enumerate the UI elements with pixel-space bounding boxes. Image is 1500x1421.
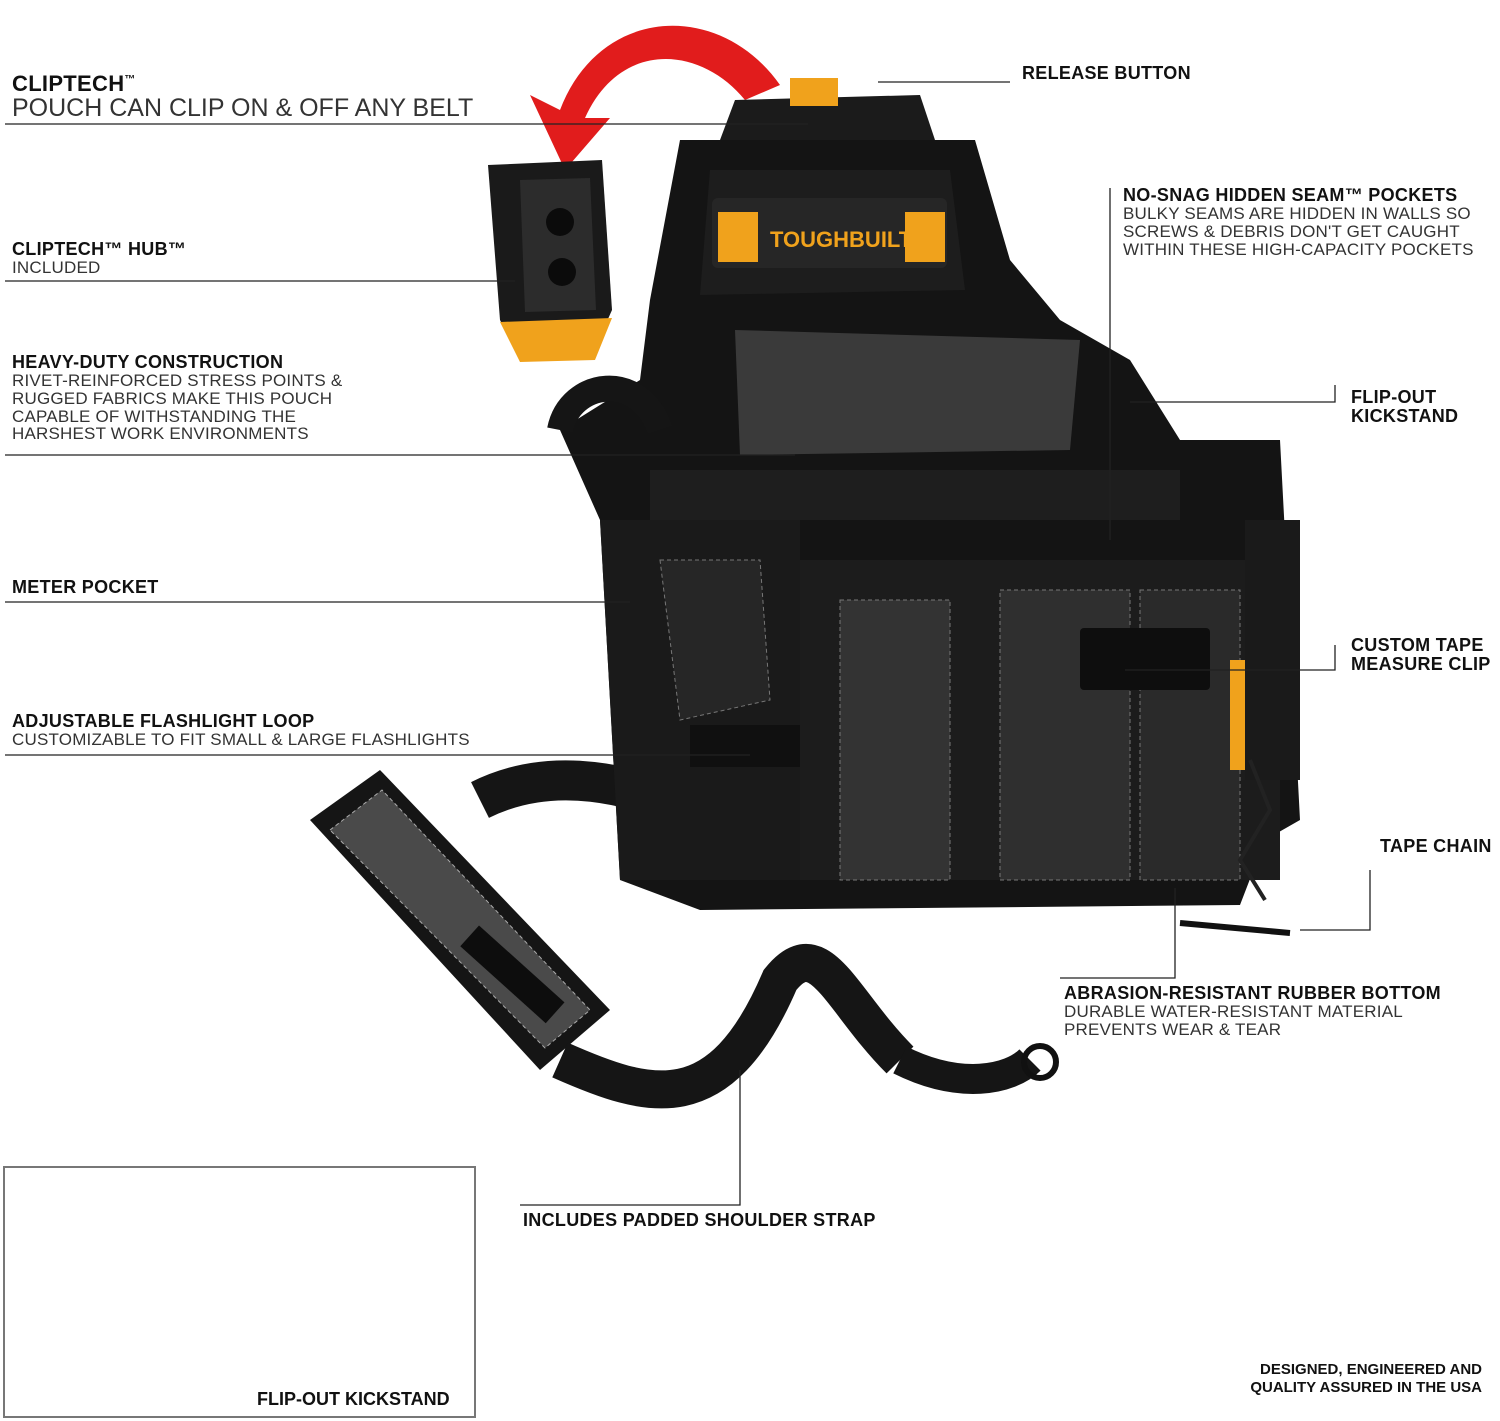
rubber-bottom-line: PREVENTS WEAR & TEAR <box>1064 1019 1282 1039</box>
brand-logo: TOUGHBUILT <box>770 227 913 252</box>
cliptech-hub <box>488 160 612 362</box>
hub-subtitle: INCLUDED <box>12 257 101 277</box>
tool-pouch: TOUGHBUILT <box>547 78 1300 910</box>
release-button-callout: RELEASE BUTTON <box>1022 64 1191 83</box>
kickstand-line: FLIP-OUT <box>1351 387 1437 407</box>
tape-clip-callout: CUSTOM TAPE MEASURE CLIP <box>1351 636 1491 674</box>
rubber-bottom-callout: ABRASION-RESISTANT RUBBER BOTTOM DURABLE… <box>1064 984 1441 1039</box>
cliptech-callout: CLIPTECH™ POUCH CAN CLIP ON & OFF ANY BE… <box>12 72 473 121</box>
kickstand-line: KICKSTAND <box>1351 405 1459 426</box>
tape-chain-title: TAPE CHAIN <box>1380 836 1492 856</box>
no-snag-line: WITHIN THESE HIGH-CAPACITY POCKETS <box>1123 239 1474 259</box>
rubber-bottom-title: ABRASION-RESISTANT RUBBER BOTTOM <box>1064 983 1441 1003</box>
shoulder-strap-callout: INCLUDES PADDED SHOULDER STRAP <box>523 1211 876 1230</box>
inset-label: FLIP-OUT KICKSTAND <box>257 1389 450 1409</box>
footer-line: QUALITY ASSURED IN THE USA <box>1250 1379 1482 1396</box>
hub-callout: CLIPTECH™ HUB™ INCLUDED <box>12 240 186 277</box>
heavy-duty-callout: HEAVY-DUTY CONSTRUCTION RIVET-REINFORCED… <box>12 353 342 443</box>
flashlight-callout: ADJUSTABLE FLASHLIGHT LOOP CUSTOMIZABLE … <box>12 712 470 749</box>
heavy-duty-title: HEAVY-DUTY CONSTRUCTION <box>12 352 284 372</box>
clip-on-arrow <box>530 25 780 171</box>
cliptech-tm: ™ <box>124 73 136 86</box>
hub-title: CLIPTECH™ HUB™ <box>12 239 187 259</box>
tape-chain-bar <box>1179 920 1291 936</box>
no-snag-title: NO-SNAG HIDDEN SEAM™ POCKETS <box>1123 185 1458 205</box>
heavy-duty-line: RUGGED FABRICS MAKE THIS POUCH <box>12 388 333 408</box>
meter-pocket-callout: METER POCKET <box>12 578 159 597</box>
leader-lines <box>5 81 1371 1206</box>
rubber-bottom-line: DURABLE WATER-RESISTANT MATERIAL <box>1064 1001 1403 1021</box>
cliptech-subtitle: POUCH CAN CLIP ON & OFF ANY BELT <box>12 94 474 123</box>
no-snag-line: BULKY SEAMS ARE HIDDEN IN WALLS SO <box>1123 203 1471 223</box>
release-button-title: RELEASE BUTTON <box>1022 63 1191 83</box>
shoulder-strap-title: INCLUDES PADDED SHOULDER STRAP <box>523 1210 876 1230</box>
heavy-duty-line: CAPABLE OF WITHSTANDING THE <box>12 406 297 426</box>
tape-clip-line: CUSTOM TAPE <box>1351 635 1484 655</box>
kickstand-callout: FLIP-OUT KICKSTAND <box>1351 388 1458 426</box>
no-snag-callout: NO-SNAG HIDDEN SEAM™ POCKETS BULKY SEAMS… <box>1123 186 1474 258</box>
no-snag-line: SCREWS & DEBRIS DON'T GET CAUGHT <box>1123 221 1460 241</box>
flashlight-subtitle: CUSTOMIZABLE TO FIT SMALL & LARGE FLASHL… <box>12 729 470 749</box>
cliptech-title: CLIPTECH <box>12 71 125 96</box>
meter-pocket-title: METER POCKET <box>12 577 159 597</box>
inset-frame <box>3 1166 476 1418</box>
footer-line: DESIGNED, ENGINEERED AND <box>1260 1361 1482 1378</box>
heavy-duty-line: RIVET-REINFORCED STRESS POINTS & <box>12 370 343 390</box>
heavy-duty-line: HARSHEST WORK ENVIRONMENTS <box>12 424 309 444</box>
flashlight-title: ADJUSTABLE FLASHLIGHT LOOP <box>12 711 315 731</box>
tape-chain-callout: TAPE CHAIN <box>1380 837 1492 856</box>
footer-note: DESIGNED, ENGINEERED AND QUALITY ASSURED… <box>1250 1361 1482 1397</box>
tape-clip-line: MEASURE CLIP <box>1351 653 1491 674</box>
